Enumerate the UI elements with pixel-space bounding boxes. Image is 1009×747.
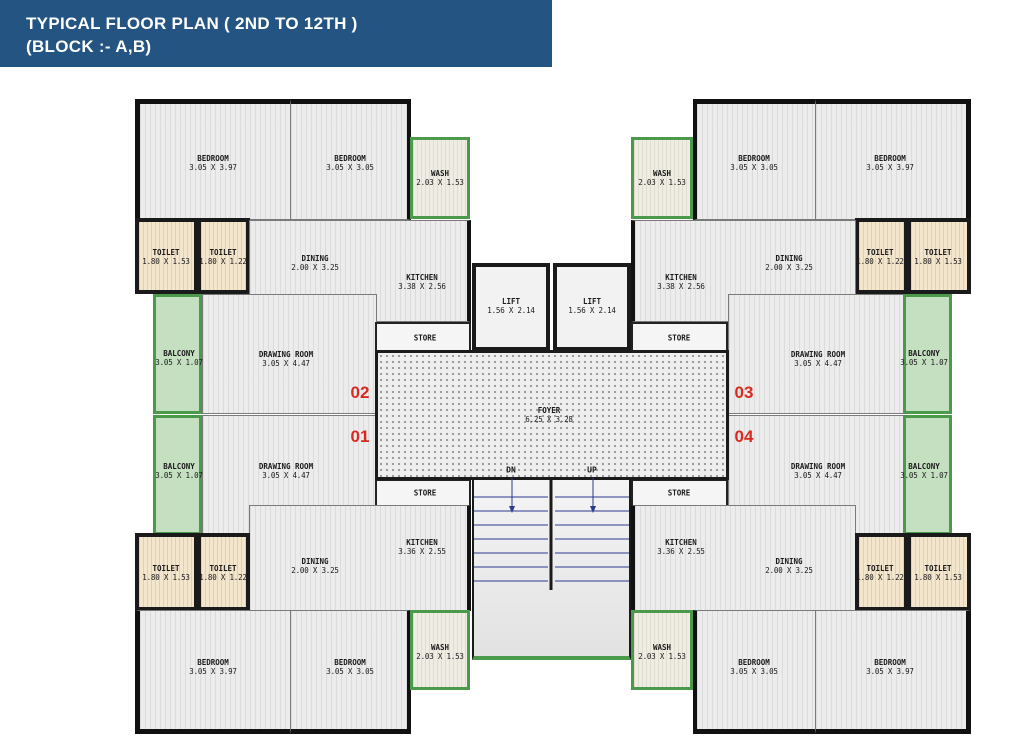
- room-balcony: [903, 294, 952, 414]
- room-store: [375, 322, 471, 352]
- room-toilet: [907, 533, 971, 611]
- flat-number-01: 01: [350, 427, 370, 446]
- room-toilet: [135, 218, 198, 294]
- room-drawing: [202, 294, 377, 414]
- room-toilet: [197, 533, 250, 611]
- room-toilet: [855, 218, 908, 294]
- room-toilet: [855, 533, 908, 611]
- room-bedroom: [815, 99, 971, 220]
- room-drawing: [728, 294, 904, 414]
- room-bedroom: [290, 99, 411, 220]
- room-foyer: [375, 350, 729, 480]
- room-toilet: [907, 218, 971, 294]
- label-store: STORE: [413, 333, 437, 343]
- room-bedroom: [693, 99, 816, 220]
- down-arrow-icon: [509, 506, 515, 513]
- flat-number-03: 03: [734, 383, 754, 402]
- down-arrow-icon: [590, 506, 596, 513]
- room-wash: [631, 137, 693, 219]
- room-dining-kitchen: [631, 505, 856, 611]
- label-store: STORE: [667, 488, 691, 498]
- lift-shaft: [553, 263, 631, 351]
- plan-title: TYPICAL FLOOR PLAN ( 2ND TO 12TH ): [26, 14, 358, 33]
- plan-subtitle: (BLOCK :- A,B): [26, 37, 152, 56]
- room-wash: [631, 610, 693, 690]
- flat-number-02: 02: [350, 383, 370, 402]
- room-balcony: [153, 294, 202, 414]
- room-toilet: [197, 218, 250, 294]
- room-bedroom: [135, 99, 291, 220]
- label-store: STORE: [667, 333, 691, 343]
- label-stair-down: DN: [506, 465, 516, 475]
- room-bedroom: [815, 610, 971, 734]
- lift-shaft: [472, 263, 550, 351]
- room-bedroom: [693, 610, 816, 734]
- room-wash: [410, 610, 470, 690]
- label-stair-up: UP: [587, 465, 597, 475]
- flat-number-04: 04: [734, 427, 754, 446]
- label-store: STORE: [413, 488, 437, 498]
- room-bedroom: [290, 610, 411, 734]
- title-banner: TYPICAL FLOOR PLAN ( 2ND TO 12TH ) (BLOC…: [0, 0, 552, 67]
- room-wash: [410, 137, 470, 219]
- room-balcony: [153, 415, 202, 535]
- room-toilet: [135, 533, 198, 611]
- room-dining-kitchen: [249, 505, 471, 611]
